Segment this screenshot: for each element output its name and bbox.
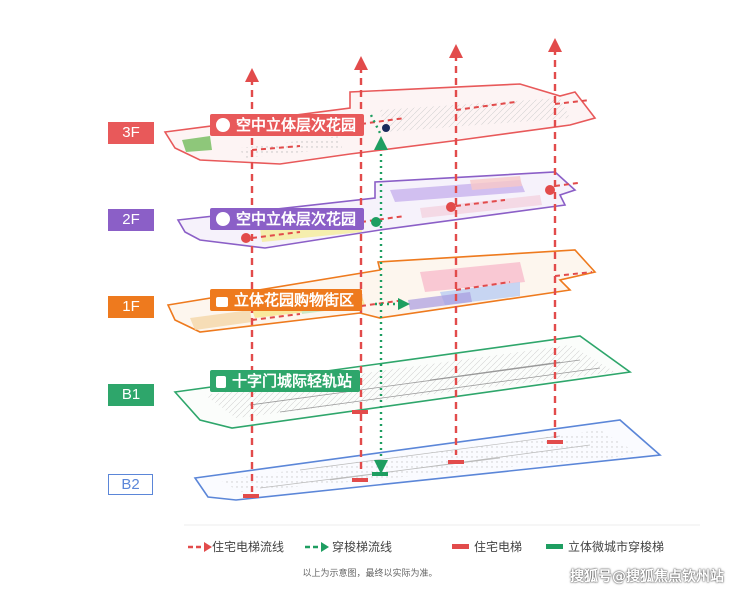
banner-2f-label: 空中立体层次花园 (236, 210, 357, 228)
residential-flow-lines (250, 48, 557, 492)
floor-tag-1f: 1F (108, 296, 154, 318)
floor-tag-3f: 3F (108, 122, 154, 144)
banner-3f-label: 空中立体层次花园 (236, 116, 357, 134)
legend-micro-city-shuttle: 立体微城市穿梭梯 (568, 540, 665, 554)
stop-2f-4 (545, 185, 555, 195)
residential-flow-arrowheads (245, 38, 562, 82)
floor-slab-b2 (193, 419, 662, 501)
watermark: 搜狐号@搜狐焦点钦州站 (570, 569, 724, 585)
stop-2f-3 (446, 202, 456, 212)
legend: 住宅电梯流线 穿梭梯流线 住宅电梯 立体微城市穿梭梯 (184, 538, 704, 558)
banner-3f: 空中立体层次花园 (210, 114, 365, 136)
banner-2f: 空中立体层次花园 (210, 208, 365, 230)
floor-tag-b2: B2 (108, 474, 153, 495)
arrowhead-1 (245, 68, 259, 82)
residential-elevator-marks (243, 410, 563, 498)
floor-slab-1f (166, 249, 597, 333)
disclaimer-note: 以上为示意图，最终以实际为准。 (302, 569, 438, 579)
shuttle-flow-line (369, 114, 400, 464)
legend-residential-flow: 住宅电梯流线 (212, 540, 285, 554)
garden-icon (216, 118, 230, 132)
legend-symbols (188, 542, 563, 552)
metro-icon (216, 376, 226, 388)
stop-2f-1 (241, 233, 251, 243)
shop-icon (216, 297, 228, 307)
shuttle-arrowheads (371, 136, 410, 476)
floor-tag-2f: 2F (108, 209, 154, 231)
banner-1f-label: 立体花园购物街区 (234, 291, 355, 309)
arrowhead-2 (354, 56, 368, 70)
arrowhead-3 (449, 44, 463, 58)
floor-tag-b1: B1 (108, 384, 154, 406)
banner-b1: 十字门城际轻轨站 (210, 370, 361, 392)
legend-shuttle-flow: 穿梭梯流线 (332, 540, 393, 554)
banner-1f: 立体花园购物街区 (210, 289, 363, 311)
floor-slab-3f (163, 83, 597, 165)
arrowhead-4 (548, 38, 562, 52)
banner-b1-label: 十字门城际轻轨站 (232, 372, 353, 390)
garden-icon (216, 212, 230, 226)
floor-slab-b1 (173, 335, 633, 429)
legend-residential-elevator: 住宅电梯 (474, 540, 523, 554)
shuttle-top-node (382, 124, 390, 132)
